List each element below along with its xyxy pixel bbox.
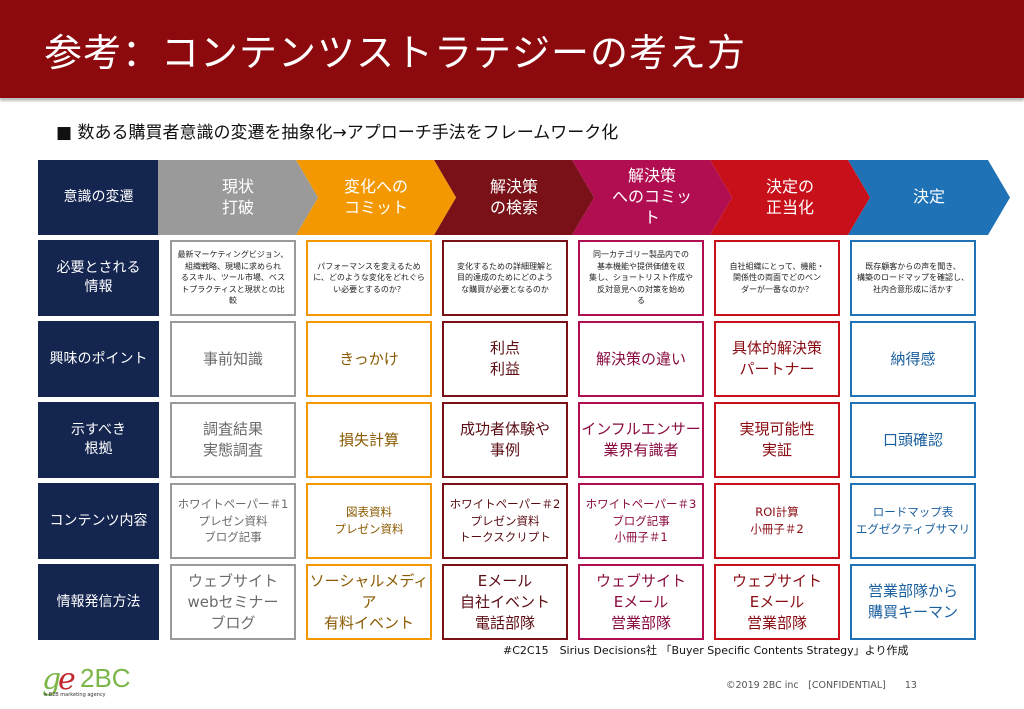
info-cell: 変化するための詳細理解と 目的達成のためにどのよう な購買が必要となるのか [442, 240, 568, 316]
svg-text:e: e [58, 662, 76, 697]
source-note: #C2C15 Sirius Decisions社 「Buyer Specific… [503, 644, 909, 657]
row-label-required-info: 必要とされる 情報 [38, 240, 159, 316]
content-cell: ロードマップ表 エグゼクティブサマリ [850, 483, 976, 559]
delivery-cell: ウェブサイト Eメール 営業部隊 [714, 564, 840, 640]
delivery-cell: ウェブサイト Eメール 営業部隊 [578, 564, 704, 640]
evidence-cell: 口頭確認 [850, 402, 976, 478]
info-cell: 既存顧客からの声を聞き、 構築のロードマップを確認し、 社内合意形成に活かす [850, 240, 976, 316]
content-cell: ROI計算 小冊子＃2 [714, 483, 840, 559]
evidence-cell: 調査結果 実態調査 [170, 402, 296, 478]
row-label-delivery-method: 情報発信方法 [38, 564, 159, 640]
stage-justify-decision: 決定の 正当化 [710, 160, 870, 235]
delivery-cell: 営業部隊から 購買キーマン [850, 564, 976, 640]
delivery-cell: Eメール 自社イベント 電話部隊 [442, 564, 568, 640]
delivery-cell: ソーシャルメディア 有料イベント [306, 564, 432, 640]
evidence-cell: インフルエンサー 業界有識者 [578, 402, 704, 478]
evidence-cell: 成功者体験や 事例 [442, 402, 568, 478]
stage-commit-to-solution: 解決策 へのコミッ ト [572, 160, 732, 235]
interest-cell: 利点 利益 [442, 321, 568, 397]
row-label-evidence: 示すべき 根拠 [38, 402, 159, 478]
interest-cell: 解決策の違い [578, 321, 704, 397]
interest-cell: 具体的解決策 パートナー [714, 321, 840, 397]
content-cell: ホワイトペーパー＃1 プレゼン資料 ブログ記事 [170, 483, 296, 559]
company-logo: g e 2BC [42, 662, 131, 697]
interest-cell: 納得感 [850, 321, 976, 397]
info-cell: 同一カテゴリー製品内での 基本機能や提供価値を収 集し、ショートリスト作成や 反… [578, 240, 704, 316]
slide-header: 参考：コンテンツストラテジーの考え方 [0, 0, 1024, 98]
delivery-cell: ウェブサイト webセミナー ブログ [170, 564, 296, 640]
evidence-cell: 実現可能性 実証 [714, 402, 840, 478]
info-cell: 最新マーケティングビジョン、 組織戦略、現場に求められ るスキル、ツール市場、ベ… [170, 240, 296, 316]
footer-copyright: ©2019 2BC inc [CONFIDENTIAL] 13 [726, 680, 917, 691]
content-cell: ホワイトペーパー＃2 プレゼン資料 トークスクリプト [442, 483, 568, 559]
stage-solution-search: 解決策 の検索 [434, 160, 594, 235]
interest-cell: 事前知識 [170, 321, 296, 397]
stage-decision: 決定 [848, 160, 1010, 235]
stage-status-quo: 現状 打破 [158, 160, 318, 235]
svg-text:g: g [42, 662, 61, 697]
slide-title: 参考：コンテンツストラテジーの考え方 [44, 31, 747, 75]
slide-subtitle: ■ 数ある購買者意識の変遷を抽象化→アプローチ手法をフレームワーク化 [56, 123, 619, 143]
info-cell: パフォーマンスを変えるため に、どのような変化をどれぐら い必要とするのか？ [306, 240, 432, 316]
row-label-interest-point: 興味のポイント [38, 321, 159, 397]
row-label-awareness: 意識の変遷 [38, 160, 159, 235]
logo-text: 2BC [80, 663, 131, 693]
evidence-cell: 損失計算 [306, 402, 432, 478]
info-cell: 自社組織にとって、機能・ 関係性の両面でどのベン ダーが一番なのか？ [714, 240, 840, 316]
logo-tagline: a B2B marketing agency [44, 692, 106, 698]
stage-commit-to-change: 変化への コミット [296, 160, 456, 235]
row-label-content: コンテンツ内容 [38, 483, 159, 559]
content-cell: ホワイトペーパー＃3 ブログ記事 小冊子＃1 [578, 483, 704, 559]
interest-cell: きっかけ [306, 321, 432, 397]
content-cell: 図表資料 プレゼン資料 [306, 483, 432, 559]
